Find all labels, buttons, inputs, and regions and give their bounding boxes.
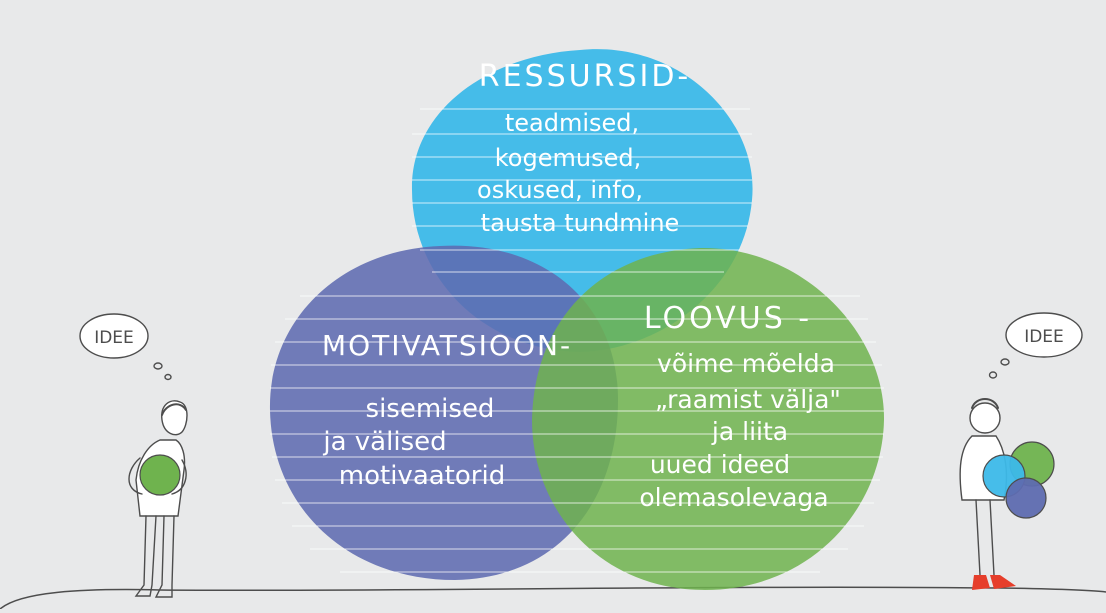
motivation-line-2: ja välised [322, 427, 446, 457]
right-thought-text: IDEE [1024, 327, 1064, 347]
creativity-line-3: ja liita [711, 417, 788, 446]
motivation-circle [269, 245, 618, 580]
right-shoe-right [990, 575, 1016, 589]
resources-title: RESSURSID- [479, 59, 692, 94]
motivation-line-1: sisemised [366, 394, 495, 424]
motivation-title: MOTIVATSIOON- [322, 329, 572, 362]
left-thought-bubble [79, 313, 149, 359]
left-green-ball [139, 454, 181, 496]
right-thought-bubble [1005, 312, 1083, 358]
resources-line-3: oskused, info, [477, 176, 643, 204]
resources-line-1: teadmised, [505, 109, 639, 137]
left-thought-text: IDEE [94, 328, 134, 348]
right-shoe-left [972, 575, 990, 590]
creativity-title: LOOVUS - [644, 301, 812, 336]
motivation-line-3: motivaatorid [339, 461, 505, 491]
creativity-line-5: olemasolevaga [639, 483, 828, 512]
right-figure [959, 312, 1083, 576]
creativity-circle [532, 247, 885, 590]
ground-line [0, 586, 1106, 610]
resources-line-4: tausta tundmine [481, 209, 680, 237]
resources-line-2: kogemused, [495, 144, 641, 172]
creativity-line-4: uued ideed [650, 450, 790, 479]
creativity-line-2: „raamist välja" [655, 385, 841, 414]
right-purple-ball [1005, 477, 1047, 519]
left-figure [79, 313, 188, 598]
ruled-lines [270, 108, 884, 573]
creativity-line-1: võime mõelda [657, 349, 835, 378]
